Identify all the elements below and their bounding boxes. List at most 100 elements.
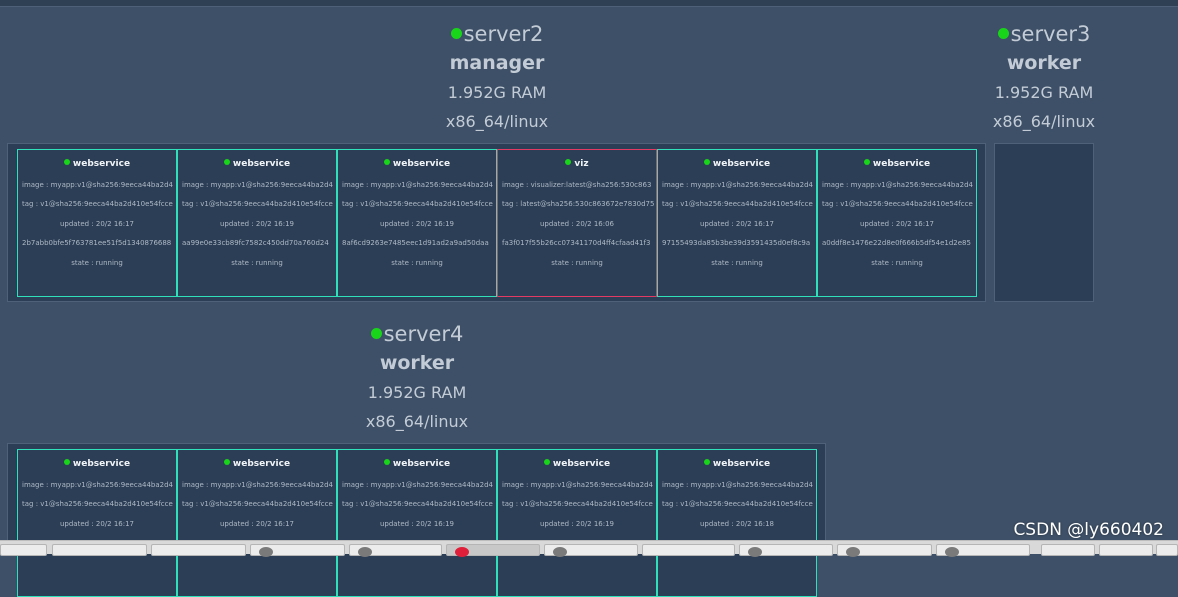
node-name: server4 <box>383 322 464 346</box>
taskbar-button[interactable] <box>151 544 246 556</box>
task-updated: updated : 20/2 16:17 <box>59 219 135 228</box>
task-id: 8af6cd9263e7485eec1d91ad2a9ad50daa <box>342 239 489 247</box>
task-area-server4: webservice image : myapp:v1@sha256:9eeca… <box>7 443 826 597</box>
task-image: image : myapp:v1@sha256:9eeca44ba2d4 <box>502 480 653 489</box>
task-tag: tag : v1@sha256:9eeca44ba2d410e54fcce <box>342 200 493 208</box>
task-updated: updated : 20/2 16:19 <box>539 519 615 528</box>
node-status-icon <box>997 28 1009 39</box>
task-service-name: webservice <box>232 159 291 169</box>
task-service-name: webservice <box>552 459 611 469</box>
task-image: image : visualizer:latest@sha256:530c863 <box>502 180 652 189</box>
app-icon <box>553 547 567 557</box>
task-status-icon <box>223 459 230 465</box>
task-status-icon <box>863 159 870 165</box>
app-icon <box>846 547 860 557</box>
task-tag: tag : v1@sha256:9eeca44ba2d410e54fcce <box>662 200 813 208</box>
task-service-name: webservice <box>712 459 771 469</box>
task-updated: updated : 20/2 16:06 <box>539 219 615 228</box>
task-card[interactable]: webservice image : myapp:v1@sha256:9eeca… <box>657 449 817 597</box>
task-status-icon <box>565 159 572 165</box>
task-card[interactable]: webservice image : myapp:v1@sha256:9eeca… <box>657 149 817 297</box>
task-updated: updated : 20/2 16:17 <box>859 219 935 228</box>
task-status-icon <box>63 159 70 165</box>
terminal-icon <box>259 547 273 557</box>
taskbar-button[interactable] <box>837 544 932 557</box>
node-role: worker <box>1006 52 1082 74</box>
task-updated: updated : 20/2 16:18 <box>699 519 775 528</box>
task-card[interactable]: webservice image : myapp:v1@sha256:9eeca… <box>337 449 497 597</box>
task-tag: tag : v1@sha256:9eeca44ba2d410e54fcce <box>502 500 653 508</box>
task-image: image : myapp:v1@sha256:9eeca44ba2d4 <box>342 180 493 189</box>
task-card[interactable]: webservice image : myapp:v1@sha256:9eeca… <box>17 149 177 297</box>
node-ram: 1.952G RAM <box>447 83 547 102</box>
top-bar <box>0 0 1178 7</box>
task-card[interactable]: webservice image : myapp:v1@sha256:9eeca… <box>497 449 657 597</box>
task-card[interactable]: webservice image : myapp:v1@sha256:9eeca… <box>177 449 337 597</box>
taskbar-button-active[interactable] <box>446 544 540 557</box>
taskbar-button[interactable] <box>1099 544 1153 556</box>
task-status-icon <box>543 459 550 465</box>
app-icon <box>945 547 959 557</box>
node-status-icon <box>450 28 462 39</box>
task-card[interactable]: webservice image : myapp:v1@sha256:9eeca… <box>817 149 977 297</box>
task-state: state : running <box>711 258 763 267</box>
task-tag: tag : v1@sha256:9eeca44ba2d410e54fcce <box>22 200 173 208</box>
task-id: aa99e0e33cb89fc7582c450dd70a760d24 <box>182 239 329 247</box>
task-status-icon <box>383 159 390 165</box>
task-tag: tag : v1@sha256:9eeca44ba2d410e54fcce <box>182 200 333 208</box>
node-name: server3 <box>1010 22 1091 46</box>
task-state: state : running <box>871 258 923 267</box>
task-card[interactable]: webservice image : myapp:v1@sha256:9eeca… <box>17 449 177 597</box>
task-updated: updated : 20/2 16:19 <box>379 219 455 228</box>
task-service-name: webservice <box>872 159 931 169</box>
node-header-server2: server2 manager 1.952G RAM x86_64/linux <box>397 20 597 136</box>
task-status-icon <box>63 459 70 465</box>
task-image: image : myapp:v1@sha256:9eeca44ba2d4 <box>22 180 173 189</box>
task-updated: updated : 20/2 16:17 <box>219 519 295 528</box>
taskbar-button[interactable] <box>349 544 442 557</box>
taskbar-button[interactable] <box>0 544 47 556</box>
taskbar-button-terminal[interactable] <box>250 544 345 557</box>
task-card-viz[interactable]: viz image : visualizer:latest@sha256:530… <box>497 149 657 297</box>
node-name: server2 <box>463 22 544 46</box>
task-service-name: webservice <box>72 159 131 169</box>
task-id: fa3f017f55b26cc07341170d4ff4cfaad41f3 <box>502 239 651 247</box>
task-image: image : myapp:v1@sha256:9eeca44ba2d4 <box>662 480 813 489</box>
node-role: manager <box>449 52 545 74</box>
task-image: image : myapp:v1@sha256:9eeca44ba2d4 <box>182 180 333 189</box>
app-icon <box>748 547 762 557</box>
node-arch: x86_64/linux <box>445 112 549 131</box>
task-service-name: webservice <box>392 159 451 169</box>
taskbar-button[interactable] <box>1156 544 1178 556</box>
node-arch: x86_64/linux <box>365 412 469 431</box>
task-state: state : running <box>71 258 123 267</box>
taskbar-button[interactable] <box>544 544 638 557</box>
task-status-icon <box>703 159 710 165</box>
task-state: state : running <box>231 258 283 267</box>
task-area-server2: webservice image : myapp:v1@sha256:9eeca… <box>7 143 986 302</box>
task-tag: tag : v1@sha256:9eeca44ba2d410e54fcce <box>662 500 813 508</box>
node-arch: x86_64/linux <box>992 112 1096 131</box>
app-icon <box>358 547 372 557</box>
task-image: image : myapp:v1@sha256:9eeca44ba2d4 <box>182 480 333 489</box>
task-service-name: webservice <box>72 459 131 469</box>
taskbar-button[interactable] <box>936 544 1030 557</box>
task-card[interactable]: webservice image : myapp:v1@sha256:9eeca… <box>337 149 497 297</box>
task-status-icon <box>703 459 710 465</box>
task-tag: tag : v1@sha256:9eeca44ba2d410e54fcce <box>342 500 493 508</box>
taskbar-button[interactable] <box>1041 544 1095 556</box>
taskbar-button[interactable] <box>642 544 735 556</box>
taskbar-button[interactable] <box>52 544 147 556</box>
task-card[interactable]: webservice image : myapp:v1@sha256:9eeca… <box>177 149 337 297</box>
task-image: image : myapp:v1@sha256:9eeca44ba2d4 <box>822 180 973 189</box>
task-id: 97155493da85b3be39d3591435d0ef8c9a <box>662 239 811 247</box>
task-status-icon <box>223 159 230 165</box>
task-service-name: viz <box>574 159 589 169</box>
task-tag: tag : v1@sha256:9eeca44ba2d410e54fcce <box>182 500 333 508</box>
taskbar-button[interactable] <box>739 544 833 557</box>
browser-icon <box>455 547 469 557</box>
task-updated: updated : 20/2 16:19 <box>379 519 455 528</box>
node-role: worker <box>379 352 455 374</box>
node-ram: 1.952G RAM <box>367 383 467 402</box>
task-image: image : myapp:v1@sha256:9eeca44ba2d4 <box>342 480 493 489</box>
